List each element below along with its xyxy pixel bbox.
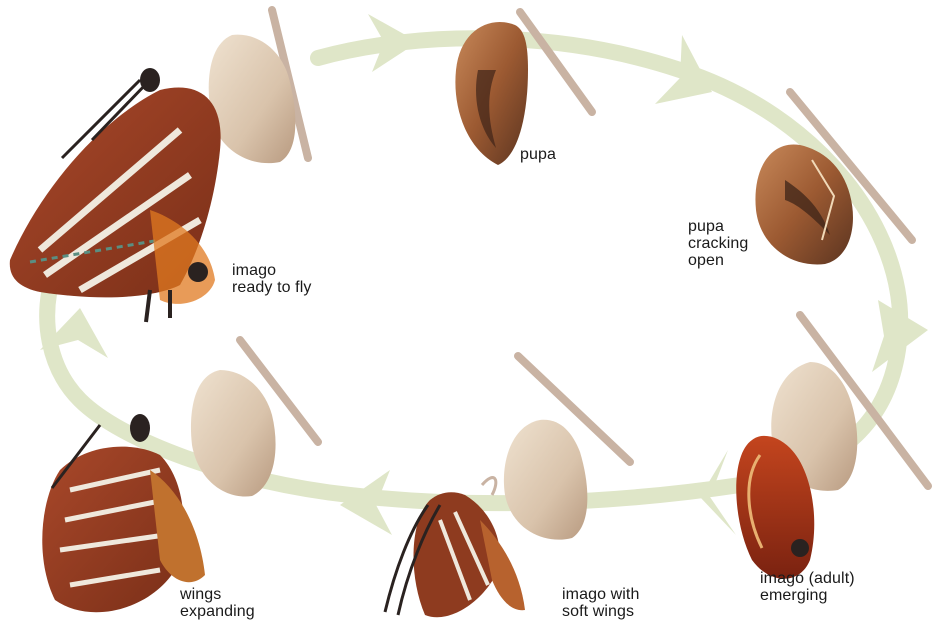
label-pupa: pupa [520,146,556,163]
soft-wings-icon [385,356,630,617]
label-wings-expanding: wings expanding [180,586,255,620]
label-imago-ready-to-fly: imago ready to fly [232,262,311,296]
label-pupa-cracking-open: pupa cracking open [688,218,748,269]
label-imago-emerging: imago (adult) emerging [760,570,855,604]
label-imago-soft-wings: imago with soft wings [562,586,639,620]
